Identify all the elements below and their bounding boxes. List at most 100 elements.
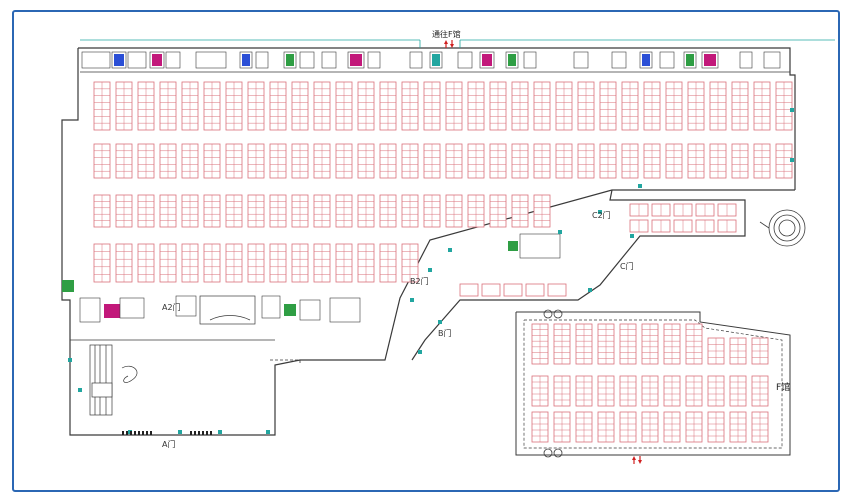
- booth-block: [481, 283, 501, 297]
- booth-block: [717, 203, 737, 217]
- booth-block: [641, 411, 659, 443]
- booth-block: [533, 143, 551, 179]
- door-bar: [202, 431, 204, 435]
- side-room: [329, 297, 361, 323]
- inner-wing-wall: [411, 189, 746, 361]
- booth-block: [729, 337, 747, 365]
- booth-block: [709, 143, 727, 179]
- door-marker: [638, 184, 642, 188]
- door-bar: [150, 431, 152, 435]
- booth-block: [203, 143, 221, 179]
- service-room: [81, 51, 111, 69]
- service-room: [523, 51, 537, 69]
- booth-block: [775, 143, 793, 179]
- magenta-restroom-icon: [104, 304, 120, 318]
- booth-block: [137, 81, 155, 131]
- booth-block: [575, 375, 593, 407]
- booth-block: [357, 243, 375, 283]
- booth-block: [313, 81, 331, 131]
- door-marker: [558, 230, 562, 234]
- side-room: [299, 299, 321, 321]
- door-marker: [218, 430, 222, 434]
- service-icon: [114, 54, 124, 66]
- booth-grid: [93, 81, 793, 443]
- booth-block: [335, 194, 353, 228]
- booth-block: [269, 194, 287, 228]
- booth-block: [695, 203, 715, 217]
- door-marker: [428, 268, 432, 272]
- booth-block: [599, 143, 617, 179]
- door-marker: [630, 234, 634, 238]
- booth-block: [423, 194, 441, 228]
- north-wall: [78, 47, 796, 190]
- booth-block: [489, 143, 507, 179]
- booth-block: [577, 143, 595, 179]
- magenta-restroom-icon: [704, 54, 716, 66]
- escalator-left: [89, 344, 113, 416]
- door-marker: [598, 210, 602, 214]
- booth-block: [467, 81, 485, 131]
- green-exit-icon: [62, 280, 74, 292]
- booth-block: [503, 283, 523, 297]
- booth-block: [291, 194, 309, 228]
- door-marker: [588, 288, 592, 292]
- booth-block: [93, 194, 111, 228]
- booth-block: [619, 323, 637, 365]
- door-marker: [78, 388, 82, 392]
- lobby-features: [89, 295, 256, 416]
- booth-block: [597, 375, 615, 407]
- booth-block: [665, 143, 683, 179]
- booth-block: [313, 243, 331, 283]
- service-room: [127, 51, 147, 69]
- booth-block: [159, 194, 177, 228]
- booth-block: [599, 81, 617, 131]
- service-room: [763, 51, 781, 69]
- green-exit-icon: [508, 241, 518, 251]
- booth-block: [445, 143, 463, 179]
- door-bar: [142, 431, 144, 435]
- door-marker: [418, 350, 422, 354]
- booth-block: [629, 203, 649, 217]
- booth-block: [357, 194, 375, 228]
- booth-block: [531, 323, 549, 365]
- booth-block: [597, 411, 615, 443]
- booth-block: [379, 194, 397, 228]
- service-room: [367, 51, 381, 69]
- top-passage-label: 通往F馆: [432, 30, 461, 39]
- booth-block: [663, 411, 681, 443]
- green-exit-icon: [284, 304, 296, 316]
- booth-block: [547, 283, 567, 297]
- booth-block: [709, 81, 727, 131]
- side-room: [175, 295, 197, 317]
- booth-block: [673, 203, 693, 217]
- service-rooms: [62, 51, 781, 323]
- booth-block: [357, 143, 375, 179]
- up-down-arrows-icon: [632, 456, 642, 464]
- door-marker: [410, 298, 414, 302]
- booth-block: [511, 81, 529, 131]
- service-icon: [642, 54, 650, 66]
- booth-block: [643, 143, 661, 179]
- door-bar: [198, 431, 200, 435]
- booth-block: [753, 143, 771, 179]
- booth-block: [181, 243, 199, 283]
- booth-block: [93, 81, 111, 131]
- booth-block: [619, 411, 637, 443]
- gate-a-label: A门: [162, 440, 176, 449]
- booth-block: [247, 194, 265, 228]
- booth-block: [247, 243, 265, 283]
- booth-block: [269, 143, 287, 179]
- booth-block: [555, 81, 573, 131]
- door-marker: [178, 430, 182, 434]
- booth-block: [423, 81, 441, 131]
- booth-block: [575, 323, 593, 365]
- door-marker: [790, 108, 794, 112]
- booth-block: [687, 81, 705, 131]
- booth-block: [533, 194, 551, 228]
- booth-block: [269, 243, 287, 283]
- booth-block: [651, 203, 671, 217]
- door-marker: [790, 158, 794, 162]
- booth-block: [531, 411, 549, 443]
